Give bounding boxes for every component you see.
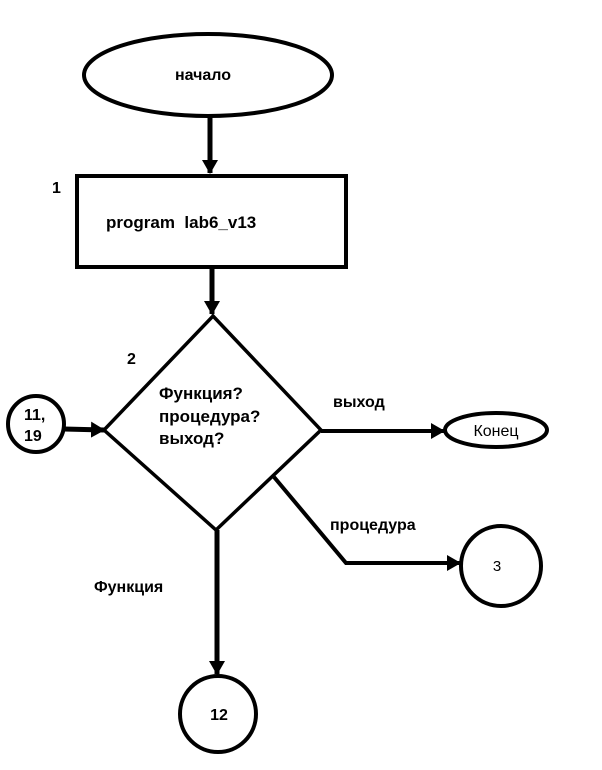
edge-label-function: Функция	[94, 579, 163, 596]
start-terminal: начало	[82, 32, 334, 118]
block2-number: 2	[127, 351, 136, 368]
edge-label-procedure: процедура	[330, 517, 416, 534]
connector-in-line-1: 11,	[24, 407, 45, 424]
connector-3: 3	[459, 524, 543, 608]
block1-number: 1	[52, 180, 61, 197]
decision-line-1: Функция?	[159, 384, 243, 403]
process-block-1: program lab6_v13	[75, 174, 348, 269]
end-label: Конец	[473, 423, 518, 440]
decision-line-3: выход?	[159, 429, 224, 448]
edge-label-exit: выход	[333, 394, 385, 411]
connector-12-label: 12	[210, 707, 228, 724]
connector-3-label: 3	[493, 558, 501, 575]
edge-block2-to-connector-3	[272, 475, 461, 571]
start-label: начало	[175, 67, 231, 84]
end-terminal: Конец	[443, 411, 549, 449]
connector-12: 12	[178, 674, 258, 754]
connector-11-19: 11, 19	[6, 394, 66, 454]
connector-in-line-2: 19	[24, 428, 42, 445]
decision-block-2: Функция? процедура? выход?	[101, 313, 324, 533]
decision-line-2: процедура?	[159, 407, 260, 426]
block1-label: program lab6_v13	[106, 213, 256, 232]
edge-connector-to-block2	[63, 421, 105, 438]
